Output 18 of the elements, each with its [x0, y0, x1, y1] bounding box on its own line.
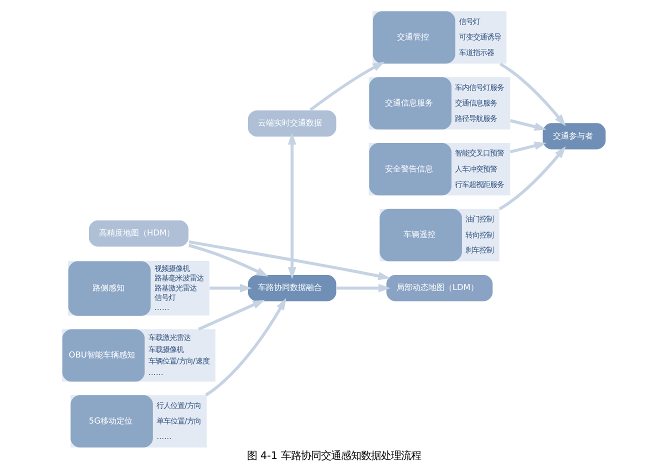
arrow	[204, 298, 286, 396]
node-box: 局部动态地图（LDM）	[385, 274, 493, 302]
arrow	[198, 300, 264, 331]
arrow	[510, 119, 546, 131]
arrow	[209, 284, 252, 292]
caption: 图 4-1 车路协同交通感知数据处理流程	[246, 450, 420, 462]
node-box: 车路协同数据融合	[246, 274, 336, 302]
arrow	[287, 132, 296, 280]
node-box: 高精度地图（HDM）	[88, 220, 189, 248]
node-box: 交通参与者	[542, 122, 606, 150]
arrow	[188, 240, 390, 280]
arrow	[499, 62, 566, 126]
arrow	[308, 62, 384, 112]
node-box: 云端实时交通数据	[246, 110, 336, 138]
arrow	[336, 284, 390, 292]
arrow	[498, 146, 566, 210]
arrow	[510, 142, 546, 154]
arrow	[188, 244, 268, 277]
